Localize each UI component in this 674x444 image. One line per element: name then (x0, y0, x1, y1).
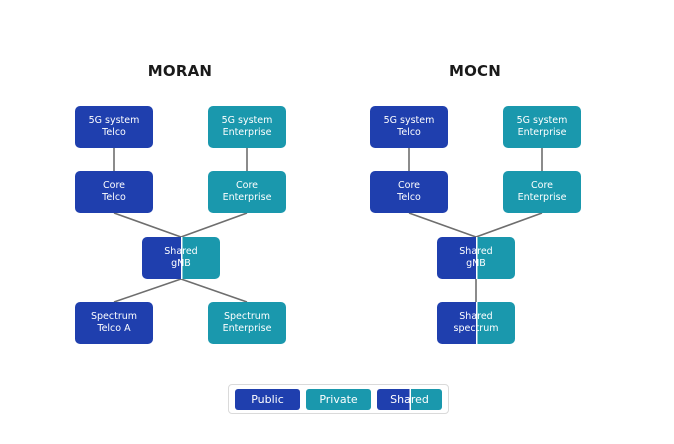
mocn-node-shared-gnb: Shared gNB (437, 237, 515, 279)
connector-moran-core-enterprise-gnb (180, 212, 248, 238)
node-label-line1: Shared (459, 246, 493, 257)
mocn-node-5g-system-telco: 5G system Telco (370, 106, 448, 148)
node-label-line2: Enterprise (517, 192, 567, 203)
node-label-line1: 5G system (221, 115, 273, 126)
node-label-line1: Shared (459, 311, 493, 322)
legend-public: Public (235, 389, 300, 410)
connector-moran-gnb-spectrum-telco (113, 278, 182, 303)
node-label-line2: Telco (397, 192, 421, 203)
node-label-line1: 5G system (383, 115, 435, 126)
moran-node-spectrum-telco: Spectrum Telco A (75, 302, 153, 344)
mocn-node-core-enterprise: Core Enterprise (503, 171, 581, 213)
mocn-title: MOCN (448, 62, 502, 80)
node-label-line1: Shared (164, 246, 198, 257)
legend: Public Private Shared (228, 384, 449, 414)
node-label-line2: Enterprise (222, 127, 272, 138)
mocn-node-core-telco: Core Telco (370, 171, 448, 213)
node-label-line1: Core (103, 180, 125, 191)
moran-title: MORAN (147, 62, 213, 80)
connector-moran-core-telco-gnb (113, 212, 182, 238)
node-label-line2: Enterprise (222, 323, 272, 334)
node-label-line1: Core (236, 180, 258, 191)
node-label-line1: Core (531, 180, 553, 191)
moran-node-shared-gnb: Shared gNB (142, 237, 220, 279)
node-label-line2: Enterprise (222, 192, 272, 203)
node-label-line1: Spectrum (90, 311, 138, 322)
legend-private: Private (306, 389, 371, 410)
moran-node-5g-system-telco: 5G system Telco (75, 106, 153, 148)
mocn-node-5g-system-enterprise: 5G system Enterprise (503, 106, 581, 148)
connector-mocn-core-telco-gnb (408, 212, 477, 238)
node-label-line2: spectrum (453, 323, 499, 334)
node-label-line1: 5G system (516, 115, 568, 126)
node-label-line2: gNB (171, 258, 191, 269)
mocn-node-shared-spectrum: Shared spectrum (437, 302, 515, 344)
node-label-line1: Spectrum (223, 311, 271, 322)
node-label-line2: Telco (102, 127, 126, 138)
connector-moran-gnb-spectrum-enterprise (180, 278, 248, 303)
node-label-line1: 5G system (88, 115, 140, 126)
node-label-line2: Enterprise (517, 127, 567, 138)
node-label-line2: Telco A (97, 323, 131, 334)
node-label-line2: Telco (397, 127, 421, 138)
node-label-line2: Telco (102, 192, 126, 203)
moran-node-core-enterprise: Core Enterprise (208, 171, 286, 213)
node-label-line2: gNB (466, 258, 486, 269)
node-label-line1: Core (398, 180, 420, 191)
moran-node-5g-system-enterprise: 5G system Enterprise (208, 106, 286, 148)
legend-shared: Shared (377, 389, 442, 410)
moran-node-core-telco: Core Telco (75, 171, 153, 213)
moran-node-spectrum-enterprise: Spectrum Enterprise (208, 302, 286, 344)
connector-mocn-core-enterprise-gnb (475, 212, 543, 238)
